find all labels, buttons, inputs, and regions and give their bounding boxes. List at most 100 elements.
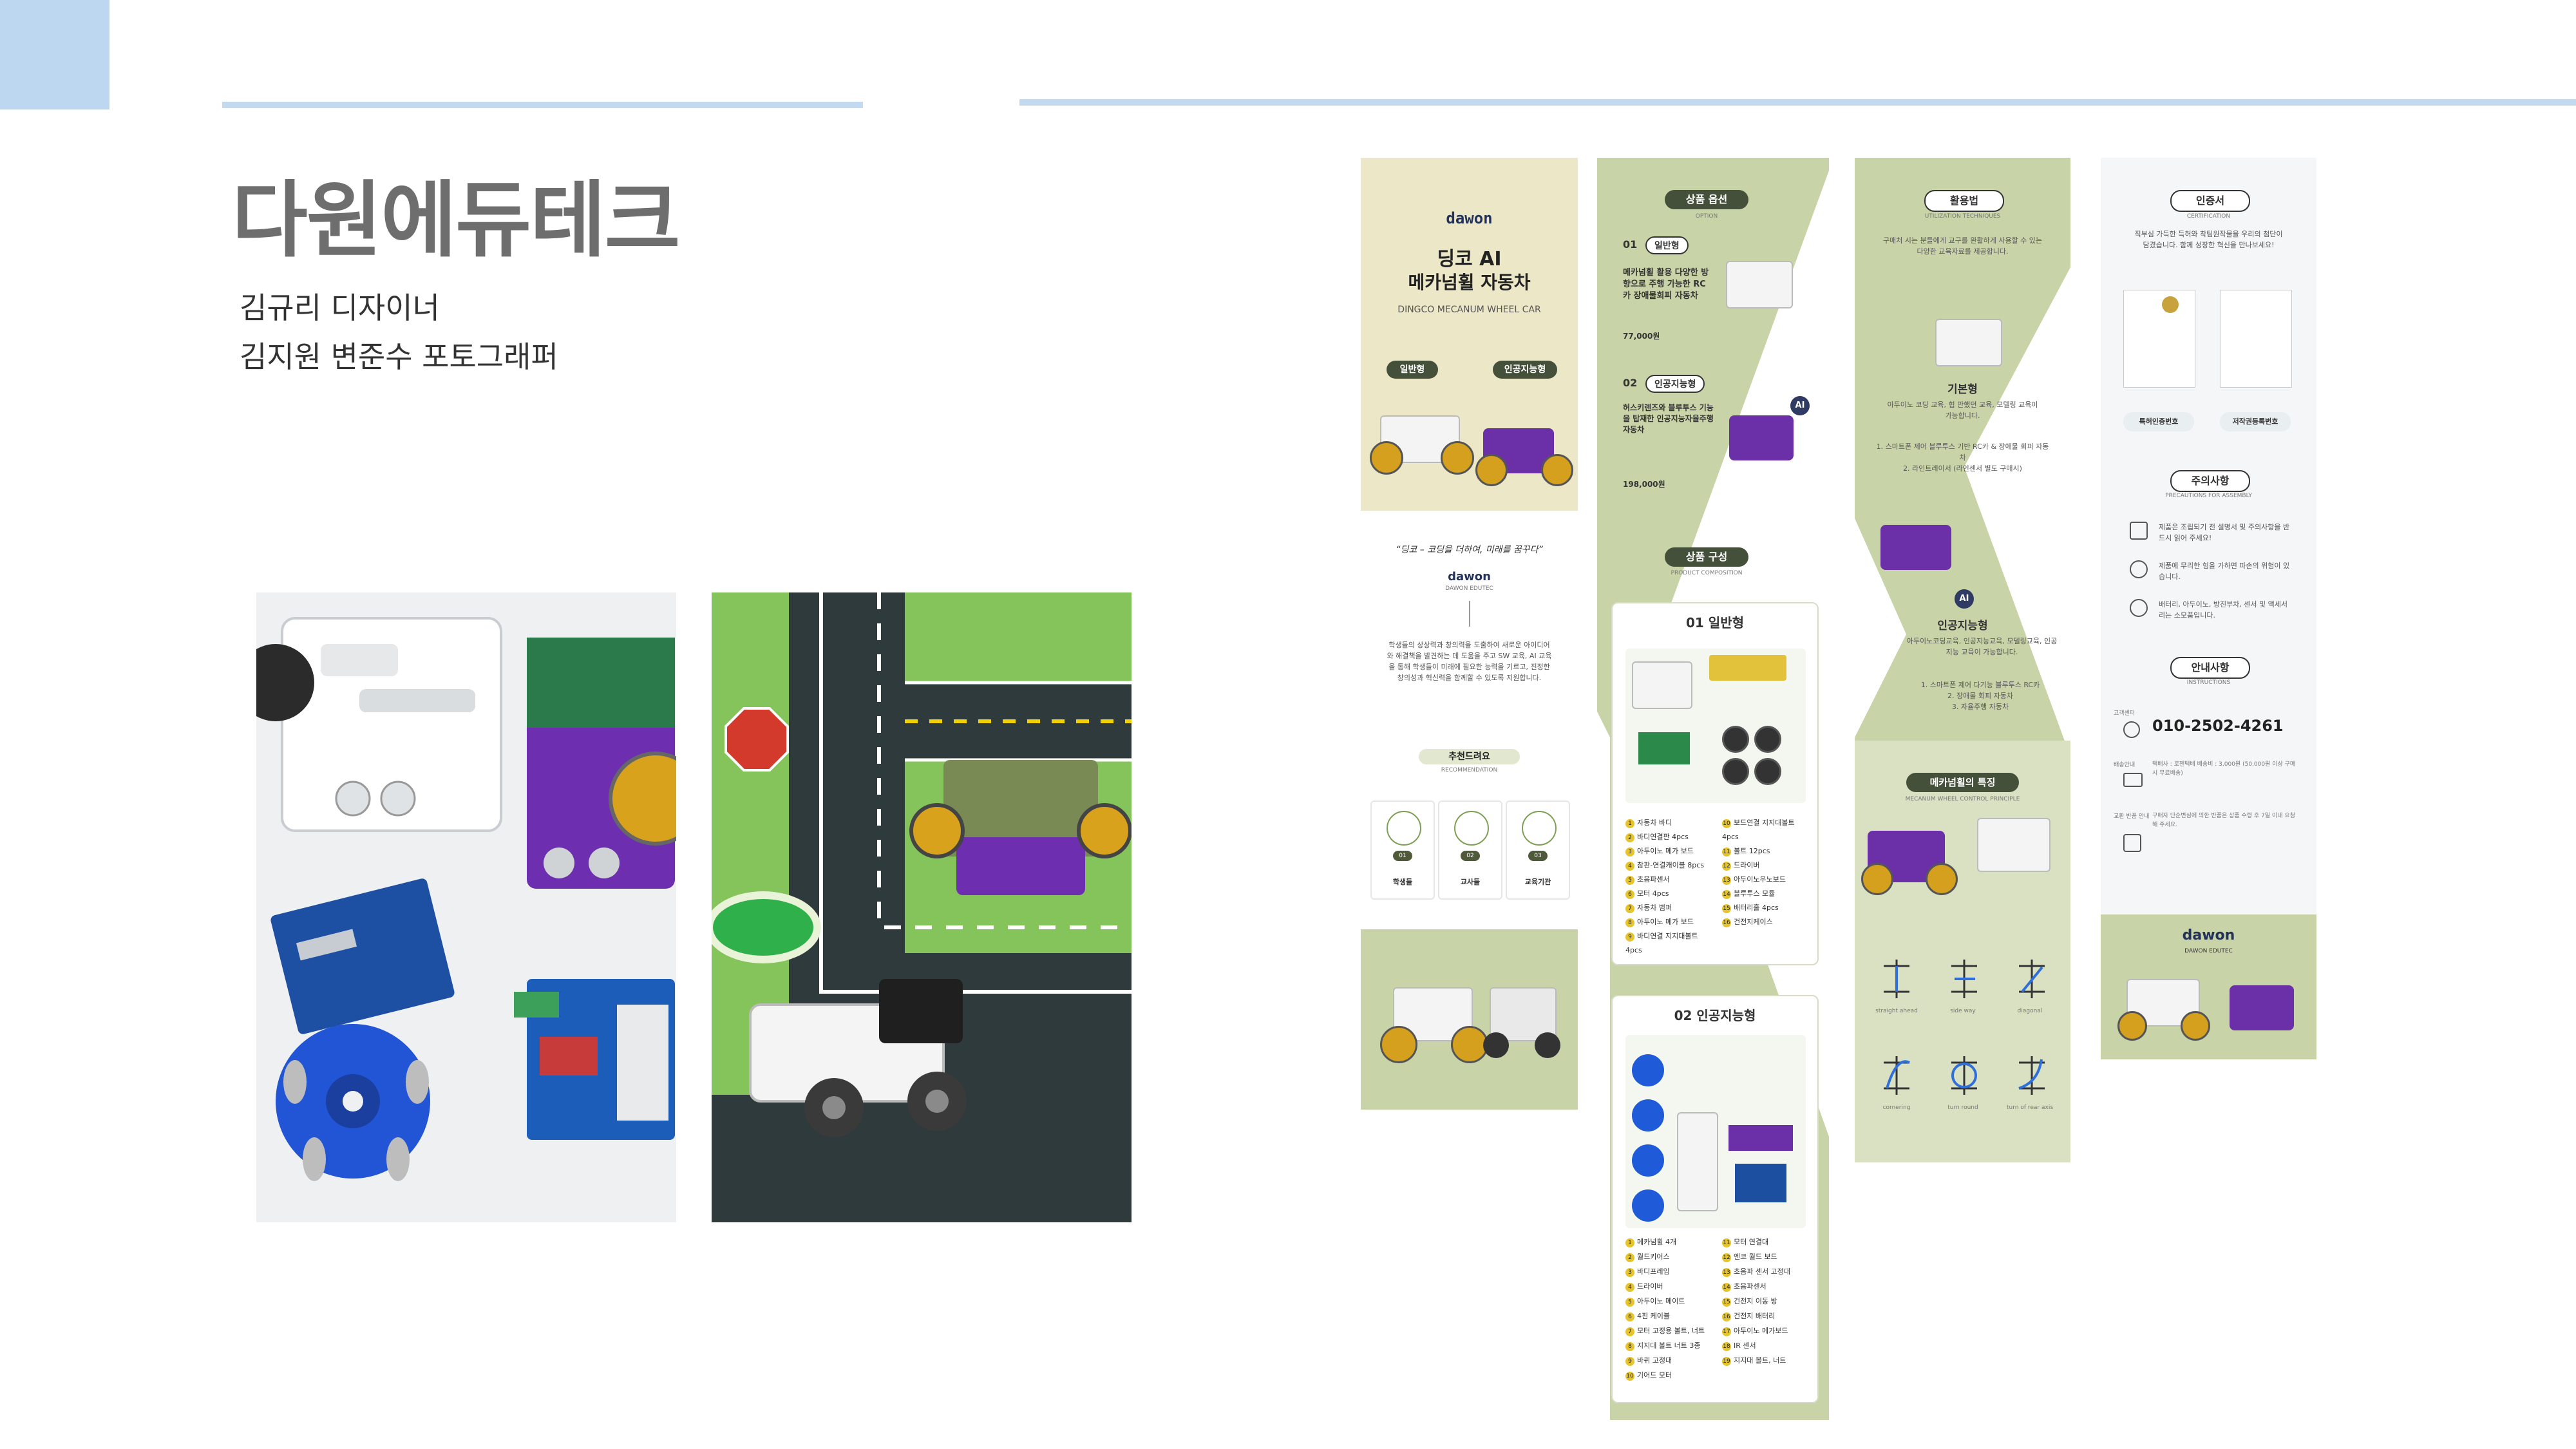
recommend-label: 교사들 — [1460, 878, 1481, 886]
corner-accent-block — [0, 0, 109, 109]
recommend-num: 01 — [1393, 851, 1412, 861]
cover-wheel — [1370, 441, 1403, 475]
usage-ai-title: 인공지능형 — [1937, 620, 1988, 632]
recommend-icon — [1454, 811, 1489, 846]
cert-document-patent — [2123, 290, 2195, 388]
recommend-title: 추천드려요 — [1419, 749, 1520, 764]
brochure-slogan: “딩코 – 코딩을 더하여, 미래를 꿈꾸다” — [1396, 545, 1543, 555]
recommend-num: 02 — [1461, 851, 1480, 861]
guide-cs-label: 고객센터 — [2114, 710, 2136, 717]
robot-wheel — [1380, 1026, 1417, 1063]
option2-price: 198,000원 — [1623, 480, 1665, 489]
footer-brand: dawon — [2182, 927, 2235, 943]
caution-icon-force — [2130, 560, 2148, 578]
part-body — [1728, 1125, 1793, 1151]
feature-wheel — [1926, 863, 1958, 895]
cover-brand: dawon — [1446, 209, 1493, 227]
cert-badge-copyright: 저작권등록번호 — [2220, 412, 2291, 431]
part-mecanum-wheel — [1632, 1099, 1664, 1132]
photo-track-illustration — [712, 592, 1132, 1222]
feature-sub: MECANUM WHEEL CONTROL PRINCIPLE — [1905, 796, 2020, 802]
composition-general-parts-image — [1625, 649, 1806, 803]
usage-robot-ai — [1880, 525, 1951, 570]
caution-item: 제품은 조립되기 전 설명서 및 주의사항을 반드시 읽어 주세요! — [2159, 523, 2290, 542]
caution-icon-battery — [2130, 599, 2148, 617]
guide-return-label: 교환 반품 안내 — [2114, 813, 2150, 820]
option2-robot — [1729, 415, 1794, 460]
cert-title: 인증서 — [2170, 190, 2250, 212]
composition-ai-title: 02 인공지능형 — [1674, 1008, 1756, 1023]
part-wheel — [1754, 758, 1781, 785]
usage-ai-step: 1. 스마트폰 제어 다기능 블루투스 RC카 — [1920, 681, 2040, 689]
robot-wheel — [1483, 1032, 1509, 1058]
mode-label: turn of rear axis — [2006, 1104, 2054, 1111]
header-rule-left — [222, 102, 863, 108]
brochure-info-column: 인증서 CERTIFICATION 직부심 가득한 득허와 착팀원작물을 우리의… — [2101, 158, 2316, 1059]
mode-label: diagonal — [2017, 1008, 2043, 1014]
brochure-intro: “딩코 – 코딩을 더하여, 미래를 꿈꾸다” dawon DAWON EDUT… — [1361, 511, 1578, 929]
phone-icon — [2123, 721, 2140, 738]
caution-icon-manual — [2130, 522, 2148, 540]
feature-wheel — [1861, 863, 1893, 895]
caution-title: 주의사항 — [2170, 470, 2250, 492]
mode-label: cornering — [1882, 1104, 1911, 1111]
guide-ship-label: 배송안내 — [2114, 762, 2136, 768]
usage-sub: UTILIZATION TECHNIQUES — [1924, 213, 2001, 220]
option1-name: 일반형 — [1645, 236, 1689, 254]
composition-sub: PRODUCT COMPOSITION — [1671, 570, 1743, 576]
photo-robot-components — [256, 592, 676, 1222]
recommend-label: 학생들 — [1392, 878, 1413, 886]
photo-components-illustration — [256, 592, 676, 1222]
recommend-label: 교육기관 — [1524, 878, 1551, 886]
part-wheel — [1722, 758, 1749, 785]
part-wheel — [1722, 726, 1749, 753]
usage-basic-step: 2. 라인트레이서 (라인센서 별도 구매시) — [1903, 464, 2022, 473]
recommend-num: 03 — [1528, 851, 1548, 861]
caution-sub: PRECAUTIONS FOR ASSEMBLY — [2165, 493, 2252, 499]
cert-sub: CERTIFICATION — [2186, 213, 2231, 220]
credit-designer: 김규리 디자이너 — [240, 290, 440, 325]
part-motors — [1709, 655, 1786, 681]
feature-title: 메카넘휠의 특징 — [1906, 773, 2019, 792]
caution-item: 제품에 무리한 힘을 가하면 파손의 위험이 있습니다. — [2159, 562, 2290, 581]
option1-num: 01 — [1623, 238, 1638, 251]
robot-wheel — [1535, 1032, 1560, 1058]
usage-robot-general — [1935, 319, 2002, 366]
part-mecanum-wheel — [1632, 1054, 1664, 1086]
part-body — [1632, 661, 1692, 709]
option1-robot — [1726, 261, 1793, 308]
feature-section: 메카넘휠의 특징 MECANUM WHEEL CONTROL PRINCIPLE — [1855, 741, 2070, 1162]
cover-title-line1: 딩코 AI — [1437, 248, 1502, 270]
cover-subtitle: DINGCO MECANUM WHEEL CAR — [1397, 305, 1541, 315]
guide-return-text: 구매자 단순변심에 의한 반품은 상품 수령 후 7일 이내 요청해 주세요. — [2152, 813, 2295, 828]
part-board — [1638, 732, 1690, 764]
option2-desc: 허스키렌즈와 블루투스 기능을 탑재한 인공지능자율주행자동차 — [1623, 403, 1714, 434]
composition-general-title: 01 일반형 — [1686, 615, 1744, 630]
